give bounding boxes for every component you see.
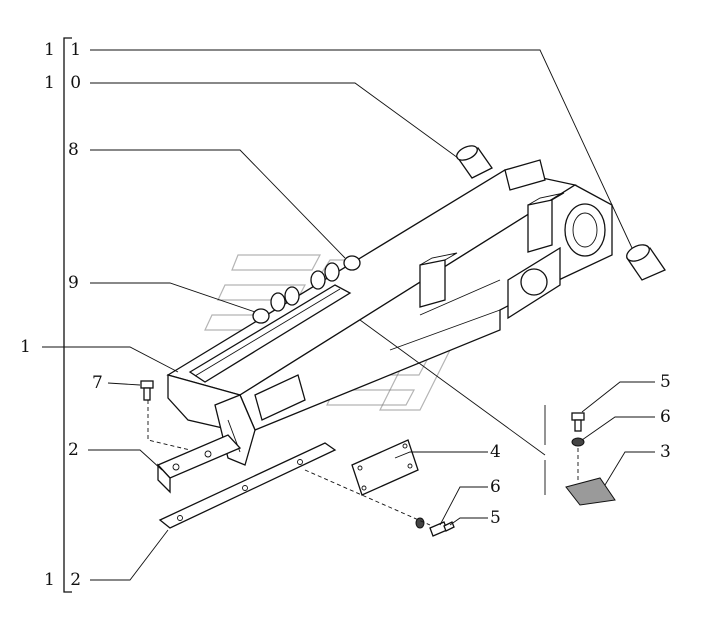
callout-10: 1 0 — [44, 73, 86, 93]
callout-3: 3 — [660, 442, 676, 462]
callout-1: 1 — [20, 337, 36, 357]
index-bracket — [63, 37, 72, 593]
callout-5-upper: 5 — [660, 372, 676, 392]
pin-11 — [626, 244, 666, 281]
bushing-9 — [252, 308, 270, 324]
bushing-8 — [343, 255, 361, 271]
leader-lines — [42, 49, 655, 581]
wear-strip-12 — [158, 442, 337, 529]
bracket-2 — [156, 434, 242, 494]
callout-5-lower: 5 — [490, 508, 506, 528]
bolt-7 — [140, 380, 154, 401]
callout-6-lower: 6 — [490, 477, 506, 497]
washer-6-lower — [415, 517, 425, 529]
boom-body — [166, 159, 613, 466]
callout-6-upper: 6 — [660, 407, 676, 427]
assembly-line-4 — [304, 469, 431, 526]
callout-2: 2 — [68, 440, 84, 460]
bolt-5-lower — [429, 521, 455, 537]
washer-6-upper — [571, 437, 585, 447]
wear-pad-3 — [565, 477, 616, 506]
callout-9: 9 — [68, 273, 84, 293]
pin-10 — [456, 145, 493, 179]
bolt-5-upper — [571, 412, 585, 432]
callout-11: 1 1 — [44, 40, 86, 60]
cover-plate-4 — [351, 439, 419, 496]
callout-7: 7 — [92, 373, 108, 393]
callout-4: 4 — [490, 442, 506, 462]
callout-12: 1 2 — [44, 570, 86, 590]
callout-8: 8 — [68, 140, 84, 160]
